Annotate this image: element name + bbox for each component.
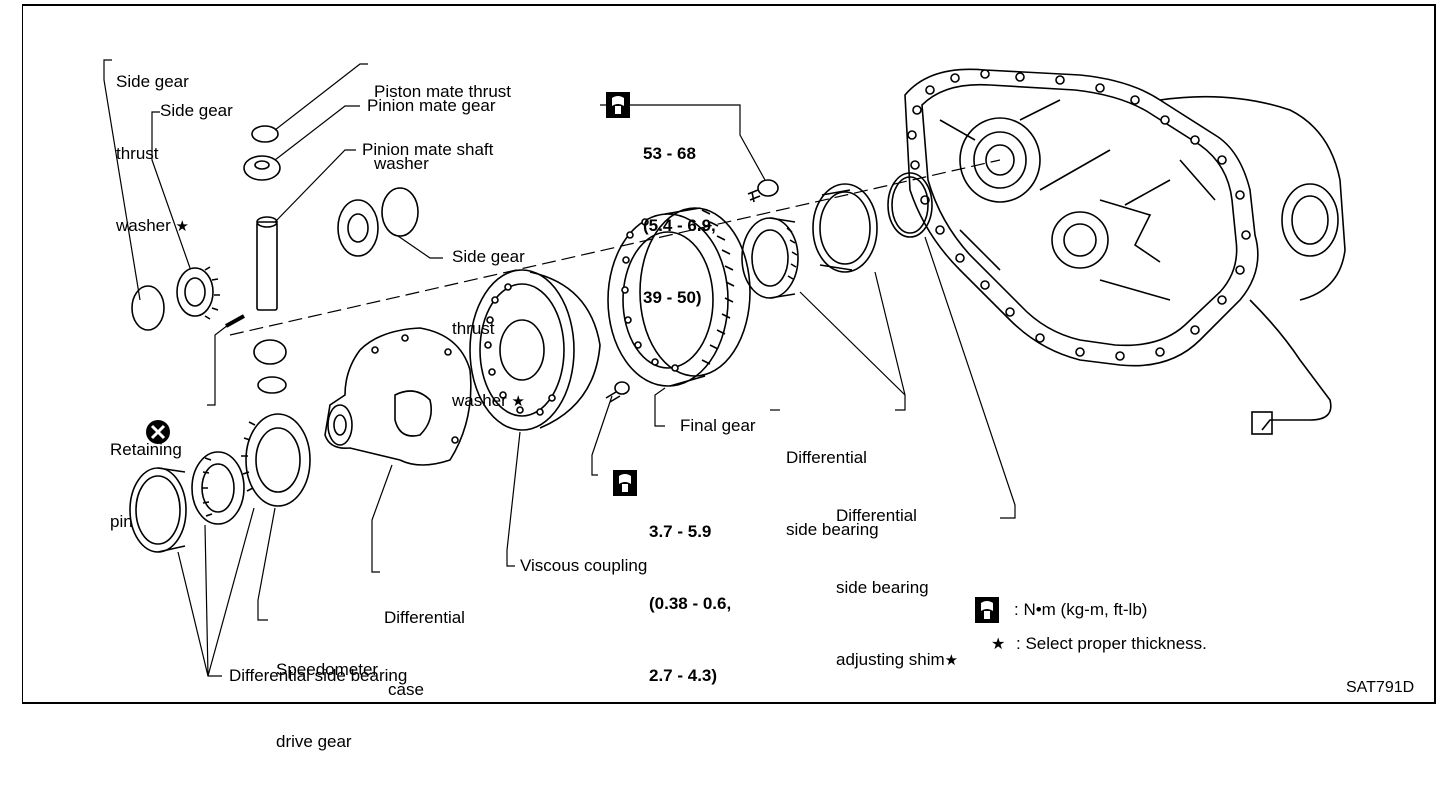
side-gear-right-drawing <box>337 199 379 257</box>
label-final-gear: Final gear <box>680 416 756 435</box>
assembly-axis-line <box>229 159 1001 336</box>
leader-lines <box>103 59 1016 677</box>
label-differential-side-bearing-bottom: Differential side bearing <box>229 666 408 685</box>
pinion-mate-shaft-drawing <box>256 216 278 311</box>
label-adjusting-shim: Differential side bearing adjusting shim… <box>836 506 959 669</box>
star-icon: ★ <box>991 636 1006 653</box>
thrust-washer-right-drawing <box>381 187 419 237</box>
label-speedometer-drive-gear: Speedometer drive gear <box>276 660 379 751</box>
exploded-view-drawing <box>103 59 1346 677</box>
legend-star-note: : Select proper thickness. <box>1016 634 1207 653</box>
star-icon: ★ <box>944 652 959 669</box>
side-bearing-left-drawing <box>191 451 245 525</box>
label-pinion-mate-shaft: Pinion mate shaft <box>362 140 494 159</box>
star-icon: ★ <box>511 393 525 410</box>
pinion-mate-gear-drawing <box>243 155 281 181</box>
label-differential-side-bearing-right: Differential side bearing <box>786 448 879 539</box>
side-bearing-right-drawing <box>741 217 799 299</box>
label-viscous-coupling: Viscous coupling <box>520 556 648 575</box>
torque-spec-mid: 3.7 - 5.9 (0.38 - 0.6, 2.7 - 4.3) <box>649 522 732 685</box>
final-gear-drawing <box>607 207 751 387</box>
differential-case-drawing <box>324 327 472 466</box>
legend-torque-unit: : N•m (kg-m, ft-lb) <box>1014 600 1148 619</box>
coupling-bolt-drawing <box>605 381 630 403</box>
label-pinion-mate-gear: Pinion mate gear <box>367 96 496 115</box>
label-differential-case: Differential case <box>384 608 465 699</box>
pinion-mate-gear-lower-drawing <box>253 339 287 394</box>
final-gear-bolt-drawing <box>747 179 779 203</box>
x-circle-icon <box>146 420 170 444</box>
label-retaining-pin: Retaining pin <box>110 440 182 531</box>
retaining-pin-drawing <box>225 314 245 328</box>
torque-spec-top: 53 - 68 (5.4 - 6.9, 39 - 50) <box>643 144 716 307</box>
speedometer-gear-drawing <box>241 413 311 507</box>
bearing-race-left-drawing <box>129 467 187 553</box>
side-gear-left-drawing <box>176 266 220 320</box>
piston-washer-drawing <box>251 125 279 143</box>
label-piston-mate-thrust-washer: Piston mate thrust washer <box>374 82 512 173</box>
star-icon: ★ <box>175 218 189 235</box>
torque-wrench-icon <box>613 470 637 496</box>
adjusting-shim-drawing <box>887 172 933 238</box>
viscous-coupling-drawing <box>469 269 601 431</box>
torque-wrench-icon <box>606 92 630 118</box>
thrust-washer-left-drawing <box>131 285 165 331</box>
transaxle-case-drawing <box>904 68 1346 435</box>
diagram-stage: Side gear thrust washer ★ Side gear Pist… <box>22 4 1436 751</box>
label-side-gear: Side gear <box>160 101 233 120</box>
label-side-gear-thrust-washer-right: Side gear thrust washer ★ <box>452 247 525 410</box>
bearing-race-right-drawing <box>812 183 878 273</box>
torque-wrench-icon <box>975 597 999 623</box>
label-side-gear-thrust-washer-left: Side gear thrust washer ★ <box>116 72 189 235</box>
diagram-frame <box>22 4 1436 704</box>
figure-id: SAT791D <box>1346 679 1415 696</box>
